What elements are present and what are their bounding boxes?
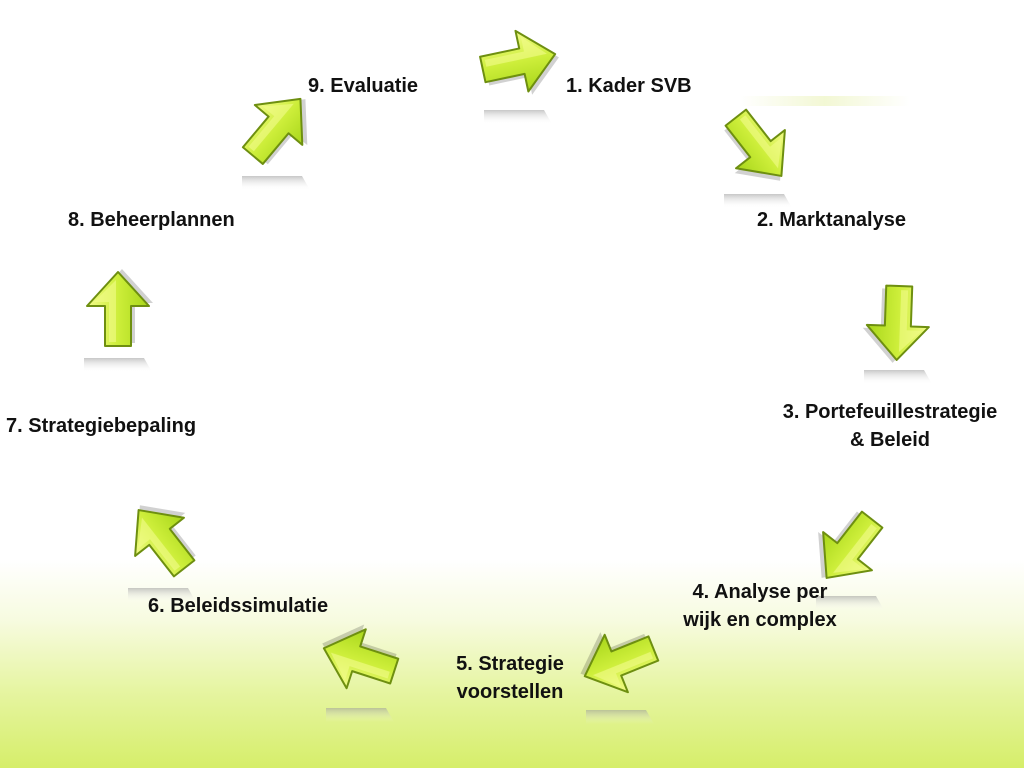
arrow-icon	[580, 632, 660, 694]
step-7-label: 7. Strategiebepaling	[6, 415, 197, 437]
step-4-line-1: 4. Analyse per	[692, 581, 828, 603]
step-4-label: 4. Analyse per wijk en complex	[660, 578, 860, 634]
arrow-reflection	[484, 110, 552, 124]
step-5-line-2: voorstellen	[456, 681, 564, 703]
arrow-reflection	[128, 588, 196, 602]
step-4-line-2: wijk en complex	[683, 609, 837, 631]
glow-decoration	[740, 96, 910, 106]
arrow-reflection	[242, 176, 310, 190]
step-3-line-2: & Beleid	[849, 429, 931, 451]
arrow-icon	[134, 505, 196, 578]
step-1-label: 1. Kader SVB	[566, 75, 692, 97]
step-9-label: 9. Evaluatie	[308, 75, 419, 97]
arrow-icon	[479, 29, 559, 95]
arrow-reflection	[864, 370, 932, 384]
arrow-icon	[86, 269, 153, 347]
step-8-label: 8. Beheerplannen	[68, 209, 235, 231]
step-5-label: 5. Strategie voorstellen	[430, 650, 590, 706]
step-5-line-1: 5. Strategie	[456, 653, 564, 675]
arrow-reflection	[586, 710, 654, 724]
arrow-reflection	[84, 358, 152, 372]
arrow-icon	[322, 624, 400, 690]
step-3-label: 3. Portefeuillestrategie & Beleid	[756, 398, 1024, 454]
arrow-icon	[724, 108, 786, 181]
arrow-reflection	[816, 596, 884, 610]
arrow-reflection	[326, 708, 394, 722]
step-3-line-1: 3. Portefeuillestrategie	[782, 401, 998, 423]
step-6-label: 6. Beleidssimulatie	[148, 595, 329, 617]
arrow-icon	[818, 510, 884, 579]
step-2-label: 2. Marktanalyse	[757, 209, 906, 231]
arrow-reflection	[724, 194, 792, 208]
arrow-icon	[241, 97, 308, 165]
arrow-icon	[862, 284, 930, 363]
